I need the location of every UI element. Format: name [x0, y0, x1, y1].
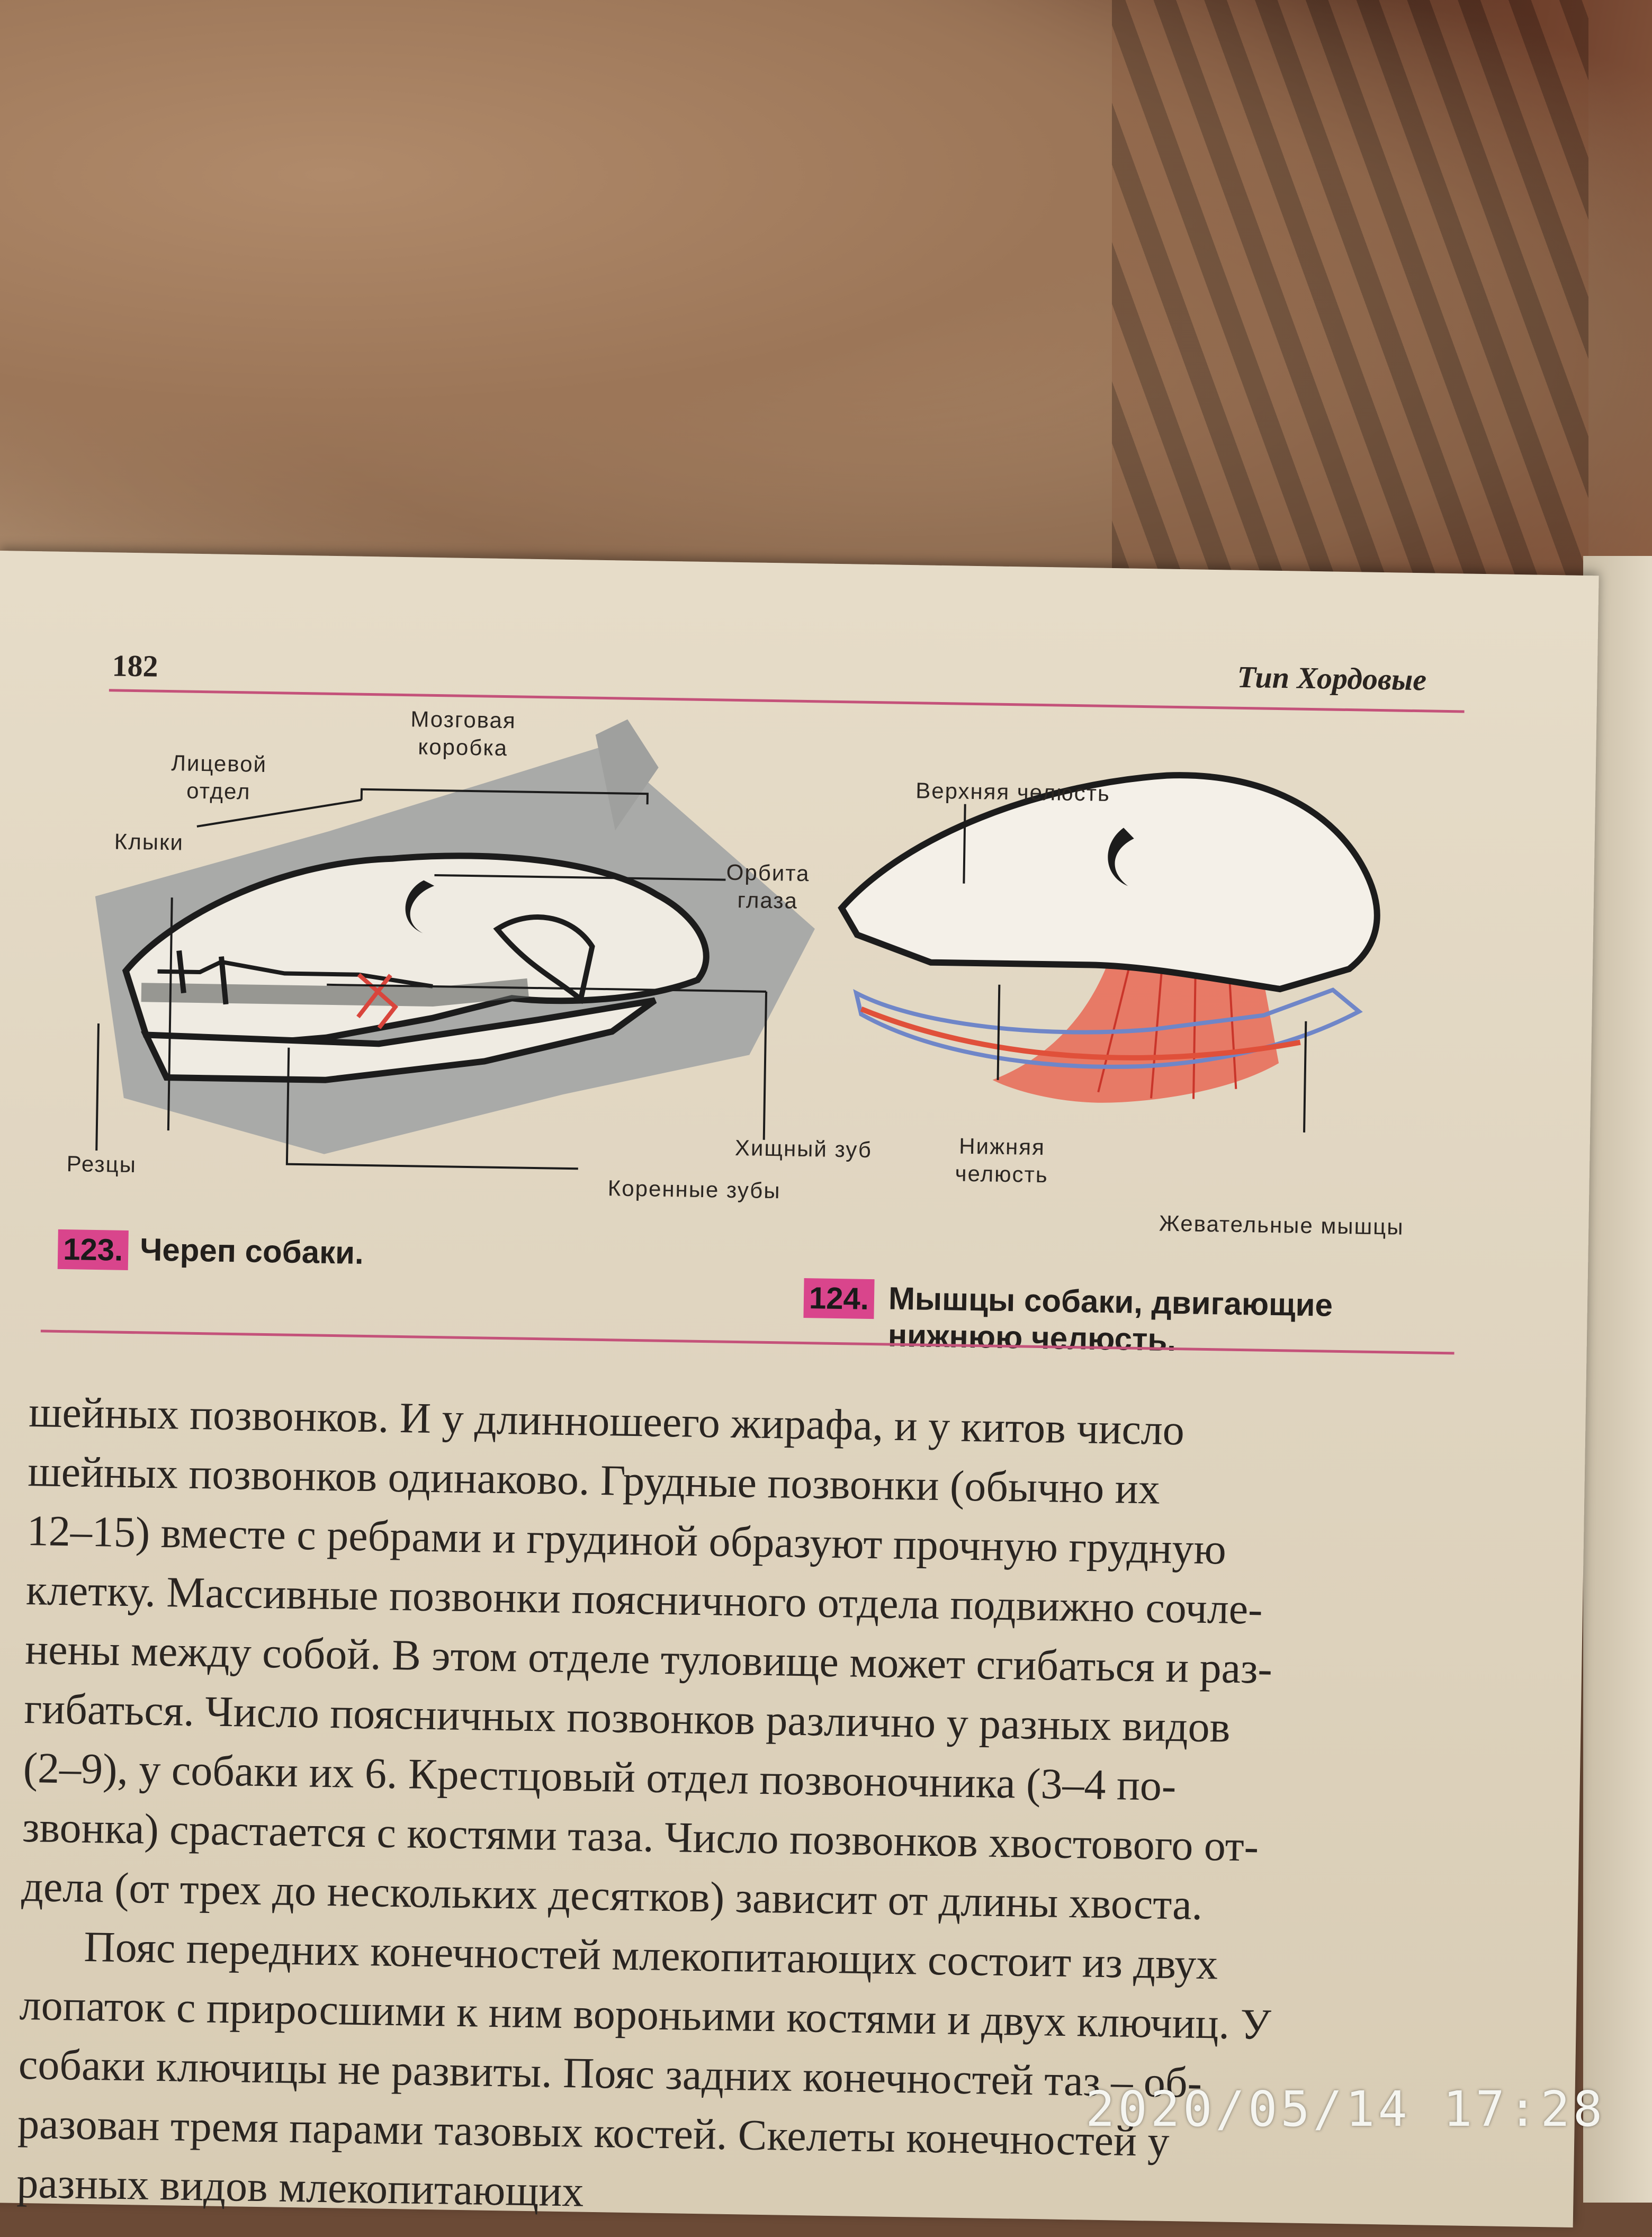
page-number: 182	[112, 648, 159, 684]
photo-timestamp: 2020/05/14 17:28	[1085, 2081, 1606, 2137]
label-incisors: Резцы	[66, 1151, 137, 1178]
skull-illustration	[95, 719, 815, 1170]
label-chewing-muscles: Жевательные мышцы	[1159, 1210, 1404, 1239]
figure-124-number: 124.	[803, 1278, 875, 1319]
label-molars: Коренные зубы	[607, 1175, 781, 1203]
figures: Мозговая коробка Лицевой отдел Клыки Орб…	[57, 695, 1485, 1358]
label-lower-jaw: Нижняя челюсть	[955, 1133, 1049, 1188]
figure-123-number: 123.	[57, 1229, 129, 1270]
book-page: 182 Тип Хордовые Мозговая коробка Л	[0, 551, 1599, 2228]
label-facial-section: Лицевой отдел	[171, 750, 267, 804]
running-header: Тип Хордовые	[1237, 659, 1427, 697]
label-upper-jaw: Верхняя челюсть	[915, 778, 1111, 806]
carpet-pattern	[1112, 0, 1588, 582]
jaw-muscles-illustration	[838, 772, 1380, 1133]
figure-123-caption: Череп собаки.	[139, 1232, 364, 1271]
label-fangs: Клыки	[114, 829, 184, 855]
bottom-rule	[40, 1329, 1455, 1355]
carpet-background	[0, 0, 1652, 582]
label-brain-box: Мозговая коробка	[410, 706, 517, 761]
figure-124-caption-line2: нижнюю челюсть.	[887, 1317, 1177, 1358]
label-orbit: Орбита глаза	[726, 859, 810, 913]
